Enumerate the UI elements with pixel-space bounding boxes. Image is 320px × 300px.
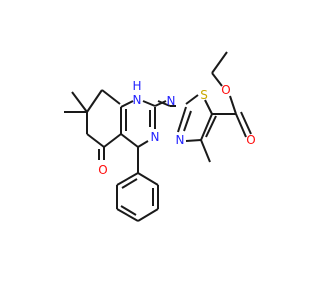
structure-drawing: H N H N N O S N O O xyxy=(64,51,256,222)
bond-ph-d2 xyxy=(120,205,137,216)
molecule-diagram: H N H N N O S N O O xyxy=(64,51,256,222)
bond-cco-o-double-2 xyxy=(240,111,252,135)
bond-nh-c2t xyxy=(157,100,171,107)
thiazole-ring xyxy=(157,94,217,163)
bond-c2-nh xyxy=(154,100,167,107)
bond-c2t-n-double xyxy=(183,110,192,132)
atom-n-link: N xyxy=(167,94,176,108)
bond-c7-methyl-2 xyxy=(71,91,88,113)
atom-thiazole-n: N xyxy=(176,133,185,147)
bond-c2t-s xyxy=(185,94,199,105)
bond-c4-c4a xyxy=(120,133,139,148)
bond-cco-o-double xyxy=(235,113,247,138)
atom-ketone-o: O xyxy=(98,163,107,177)
bond-n1-c2 xyxy=(142,100,156,107)
bond-c4t-methyl xyxy=(200,139,211,163)
bond-c6-c5 xyxy=(86,133,105,148)
bond-c4t-c5t-double xyxy=(205,115,217,138)
atom-thiazole-s: S xyxy=(200,88,208,102)
atom-ester-o-double: O xyxy=(246,133,255,147)
bond-c2t-n xyxy=(177,106,187,133)
bond-n3-c4 xyxy=(137,140,149,148)
bond-ph-1 xyxy=(137,172,159,186)
bond-ph-d3 xyxy=(121,178,138,189)
dihydropyrimidine-ring xyxy=(120,100,167,148)
bond-c5t-s xyxy=(204,99,213,115)
bond-cco-o-single xyxy=(229,95,237,115)
cyclohexenone-ring xyxy=(64,89,127,160)
atom-h-ring: H xyxy=(132,79,141,93)
ethyl-ester xyxy=(211,51,252,138)
bond-c8-c7 xyxy=(86,89,103,113)
atom-ester-o-single: O xyxy=(221,83,230,97)
bond-c4t-c5t xyxy=(200,113,213,141)
bond-c8a-n1 xyxy=(120,100,134,108)
atom-n3: N xyxy=(151,130,160,144)
bond-n-c4t xyxy=(185,139,202,142)
atom-n1: N xyxy=(133,93,142,107)
atom-labels: H N H N N O S N O O xyxy=(98,79,255,177)
bond-ph-4 xyxy=(116,208,139,222)
bond-ph-3 xyxy=(137,208,159,222)
phenyl-ring xyxy=(116,147,159,222)
bond-c5-c4a xyxy=(103,133,122,148)
bond-o-ch2 xyxy=(211,72,223,87)
bond-c8-c8a xyxy=(101,89,121,105)
bond-ph-6 xyxy=(116,172,139,186)
bond-ch2-ch3 xyxy=(211,51,228,74)
